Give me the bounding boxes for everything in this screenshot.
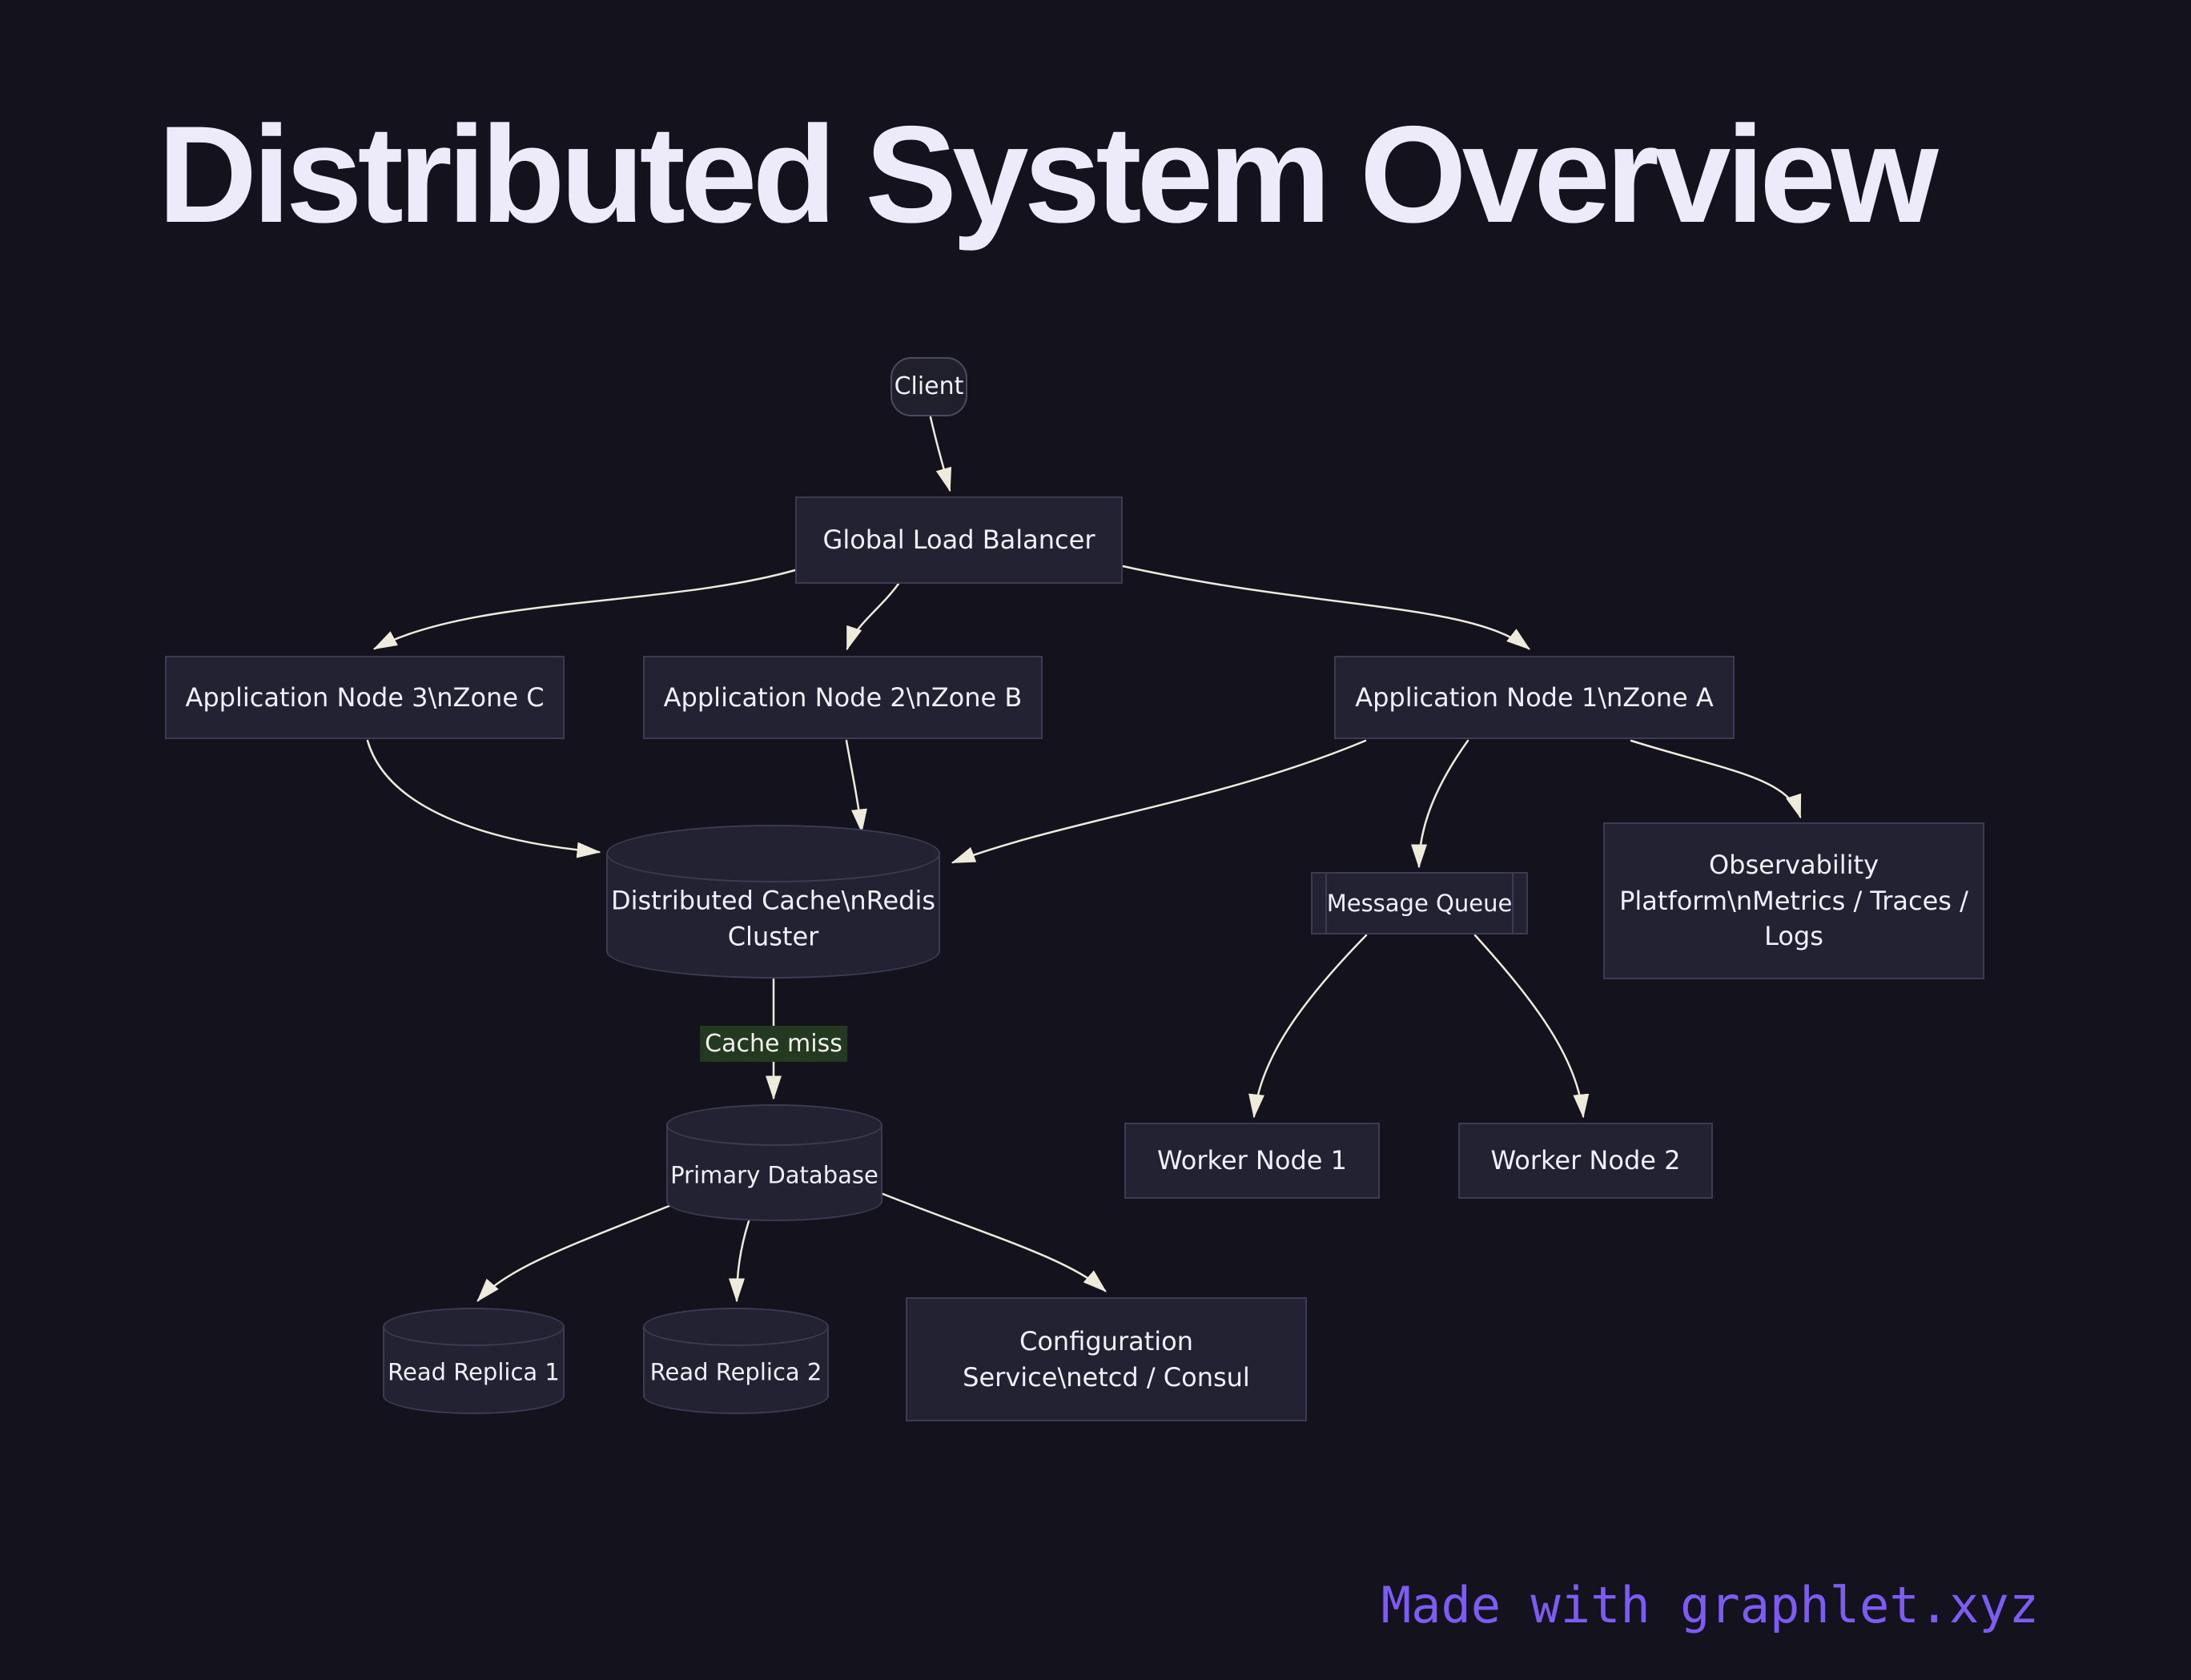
node-configuration-service[interactable]: Configuration Service\netcd / Consul xyxy=(906,1297,1307,1421)
edge-app3-cache xyxy=(366,739,601,858)
edge-msgq-worker2 xyxy=(1473,934,1590,1119)
node-read-replica-2[interactable]: Read Replica 2 xyxy=(643,1308,829,1414)
node-label: Primary Database xyxy=(670,1161,878,1189)
edge-glb-app3 xyxy=(372,569,797,650)
edge-label-cache-miss: Cache miss xyxy=(700,1026,847,1062)
node-client[interactable]: Client xyxy=(890,357,967,416)
cylinder-top xyxy=(606,825,940,882)
edge-glb-app2 xyxy=(846,582,900,651)
node-label: Global Load Balancer xyxy=(822,524,1096,556)
edge-app1-obs xyxy=(1630,739,1802,819)
node-message-queue[interactable]: Message Queue xyxy=(1311,872,1528,934)
cylinder-top xyxy=(643,1308,829,1346)
subroutine-bar-left xyxy=(1325,874,1327,933)
node-worker-node-2[interactable]: Worker Node 2 xyxy=(1458,1123,1713,1199)
edge-pdb-config xyxy=(879,1192,1107,1292)
cylinder-top xyxy=(383,1308,565,1346)
node-global-load-balancer[interactable]: Global Load Balancer xyxy=(795,496,1123,584)
node-label: Configuration Service\netcd / Consul xyxy=(963,1325,1250,1393)
node-label: Read Replica 1 xyxy=(388,1358,560,1386)
node-label: Observability Platform\nMetrics / Traces… xyxy=(1619,849,1968,952)
node-label: Application Node 3\nZone C xyxy=(185,681,545,713)
node-label: Application Node 2\nZone B xyxy=(663,681,1023,713)
node-label: Read Replica 2 xyxy=(649,1358,822,1386)
node-label: Worker Node 1 xyxy=(1157,1145,1347,1176)
node-label: Client xyxy=(894,372,964,400)
edge-app1-msgq xyxy=(1411,739,1469,869)
edge-msgq-worker1 xyxy=(1248,934,1368,1119)
edge-pdb-rr2 xyxy=(729,1220,750,1303)
made-with-credit-link[interactable]: Made with graphlet.xyz xyxy=(1381,1576,2039,1634)
node-label: Distributed Cache\nRedis Cluster xyxy=(610,885,936,952)
node-label: Application Node 1\nZone A xyxy=(1355,681,1714,713)
node-read-replica-1[interactable]: Read Replica 1 xyxy=(383,1308,565,1414)
edge-glb-app1 xyxy=(1121,565,1530,650)
node-application-node-2[interactable]: Application Node 2\nZone B xyxy=(643,656,1043,739)
node-label: Message Queue xyxy=(1326,889,1513,917)
subroutine-bar-right xyxy=(1512,874,1514,933)
cylinder-top xyxy=(666,1104,882,1146)
edge-app2-cache xyxy=(845,739,867,834)
node-observability-platform[interactable]: Observability Platform\nMetrics / Traces… xyxy=(1603,822,1984,979)
node-primary-database[interactable]: Primary Database xyxy=(666,1104,882,1221)
node-application-node-1[interactable]: Application Node 1\nZone A xyxy=(1334,656,1735,739)
edge-pdb-rr1 xyxy=(476,1202,677,1302)
edge-app1-cache xyxy=(951,739,1367,864)
node-label: Worker Node 2 xyxy=(1490,1145,1681,1176)
node-worker-node-1[interactable]: Worker Node 1 xyxy=(1124,1123,1380,1199)
node-distributed-cache[interactable]: Distributed Cache\nRedis Cluster xyxy=(606,825,940,979)
page-title: Distributed System Overview xyxy=(158,98,1939,251)
node-application-node-3[interactable]: Application Node 3\nZone C xyxy=(165,656,565,739)
edge-client-glb xyxy=(929,416,952,492)
